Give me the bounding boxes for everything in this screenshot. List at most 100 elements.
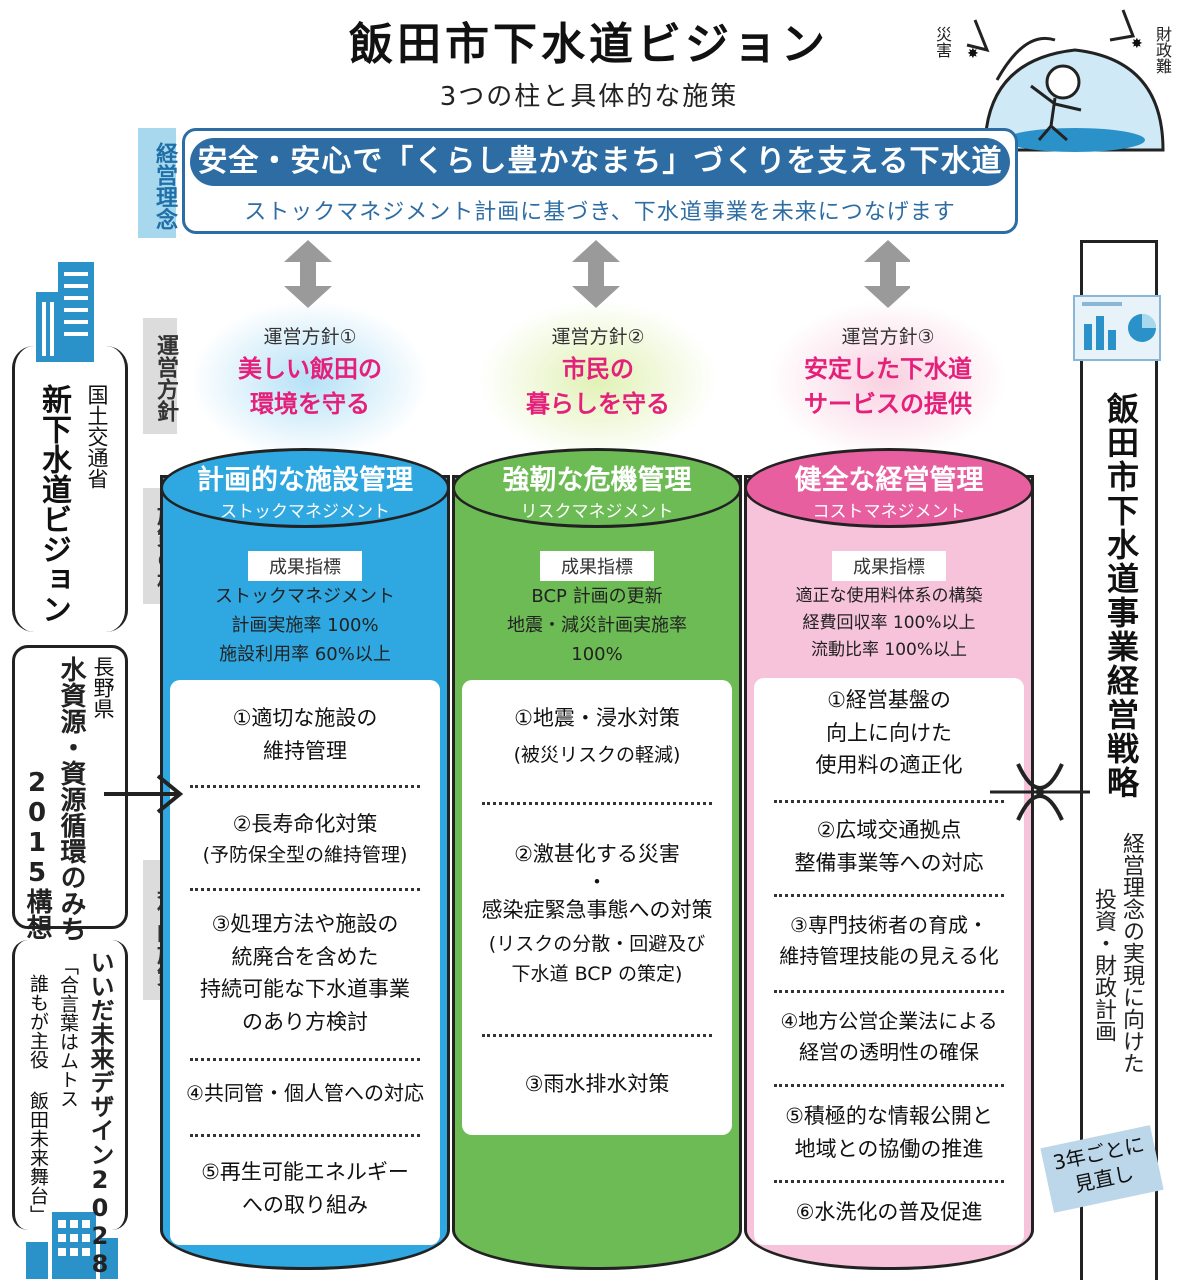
policy-label-2: 運営方針② [551,326,645,348]
policy-name-line: 暮らしを守る [526,389,670,418]
kpi-item: 計画実施率 100% [231,614,379,636]
measure-2-3: ③雨水排水対策 [457,1068,737,1101]
double-arrow-icon [864,240,910,308]
measure-line: のあり方検討 [242,1009,368,1034]
divider [774,990,1004,993]
double-arrow-icon [284,240,332,308]
kpi-item: 100% [571,643,623,665]
measure-line: ⑤再生可能エネルギー [201,1160,409,1184]
measure-line: ②長寿命化対策 [232,812,378,836]
policy-name-line: 環境を守る [250,389,370,418]
management-strategy-label: 飯田市下水道事業経営戦略 [1102,392,1140,800]
glow-green [478,300,718,460]
measure-line: ③処理方法や施設の [211,912,399,936]
divider [774,894,1004,897]
nagano-label: 長野県 [91,656,115,719]
corner-illustration: ✸ ✸ [905,0,1178,160]
measure-line: 使用料の適正化 [815,753,963,778]
policy-name-1: 美しい飯田の 環境を守る [190,352,430,422]
nagano-plan-box [12,645,128,929]
kpi-list-3: 適正な使用料体系の構築 経費回収率 100%以上 流動比率 100%以上 [744,583,1034,665]
divider [190,888,420,891]
policy-name-line: サービスの提供 [804,389,972,418]
measure-3-4: ④地方公営企業法による 経営の透明性の確保 [749,1006,1029,1068]
measure-3-2: ②広域交通拠点 整備事業等への対応 [749,814,1029,879]
glow-blue [190,300,430,460]
kpi-item: ストックマネジメント [215,586,395,607]
umbrella-figure-icon: ✸ ✸ [966,9,1165,152]
measure-line: ⑤積極的な情報公開と [785,1104,993,1128]
tag-management-philosophy: 経営理念 [138,128,177,238]
measure-line: ①経営基盤の [827,688,951,712]
kpi-list-1: ストックマネジメント 計画実施率 100% 施設利用率 60%以上 [160,583,450,669]
tag-operating-policy: 運営方針 [143,318,178,434]
strategy-sub-2: 投資・財政計画 [1091,888,1116,1042]
svg-text:✸: ✸ [967,46,979,62]
pillar-cap [160,448,450,528]
measure-line: (被災リスクの軽減) [513,743,681,766]
water-resource-label: 水資源・資源循環のみち [56,656,86,942]
measure-line: への取り組み [242,1192,368,1217]
measure-2-2: ②激甚化する災害 ・ 感染症緊急事態への対策 (リスクの分散・回避及び 下水道 … [457,838,737,989]
divider [774,800,1004,803]
measure-line: 持続可能な下水道事業 [200,977,410,1002]
kpi-item: 地震・減災計画実施率 [507,614,687,636]
iida-future-design-box [12,940,128,1230]
report-chart-icon [1073,295,1161,361]
measure-line: 感染症緊急事態への対策 [481,897,713,922]
measure-line: 維持管理 [263,738,347,763]
measure-1-1: ①適切な施設の 維持管理 [170,702,440,767]
mlit-vision-box [12,346,128,632]
divider [774,1180,1004,1183]
mlit-label: 国土交通省 [85,384,109,489]
measure-3-5: ⑤積極的な情報公開と 地域との協働の推進 [749,1100,1029,1165]
measure-line: ③雨水排水対策 [524,1072,670,1096]
pillar-subtitle-1: ストックマネジメント [220,502,390,522]
measure-line: ②広域交通拠点 [816,818,962,842]
pillar-subtitle-3: コストマネジメント [812,502,966,522]
measure-line: 下水道 BCP の策定) [511,962,683,985]
kpi-item: 経費回収率 100%以上 [802,613,976,634]
policy-name-2: 市民の 暮らしを守る [478,352,718,422]
measure-line: ②激甚化する災害 [514,842,680,866]
measure-line: ①適切な施設の [232,706,378,730]
kpi-item: 施設利用率 60%以上 [219,643,391,665]
measure-3-6: ⑥水洗化の普及促進 [749,1196,1029,1229]
pillar-cap [452,448,742,528]
divider [482,802,712,805]
pillar-title-3: 健全な経営管理 [794,465,984,496]
divider [190,785,420,788]
measure-line: (リスクの分散・回避及び [488,933,706,956]
policy-name-line: 安定した下水道 [804,355,972,383]
page-subtitle: 3つの柱と具体的な施策 [439,82,739,112]
kpi-item: 流動比率 100%以上 [810,640,967,661]
measure-line: ・ [586,869,608,894]
kpi-header-1: 成果指標 [248,551,362,581]
plan-2015-label: 2015構想 [22,768,52,940]
measure-line: ③専門技術者の育成・ [790,913,988,937]
measure-2-1: ①地震・浸水対策 (被災リスクの軽減) [462,702,732,770]
philosophy-main: 安全・安心で「くらし豊かなまち」づくりを支える下水道 [190,138,1010,186]
kpi-header-2: 成果指標 [540,551,654,581]
kpi-header-3: 成果指標 [832,551,946,581]
motto-label-1: 「合言葉はムトス [57,956,79,1108]
iida-future-design-label: いいだ未来デザイン2028 [86,950,114,1278]
strategy-sub-1: 経営理念の実現に向けた [1119,832,1144,1074]
measure-3-1: ①経営基盤の 向上に向けた 使用料の適正化 [754,684,1024,782]
policy-label-1: 運営方針① [263,326,357,348]
pillar-title-2: 強靭な危機管理 [502,465,692,496]
pillar-subtitle-2: リスクマネジメント [520,502,674,522]
double-arrow-icon [572,240,620,308]
building-icon [36,262,94,362]
measures-panel-3 [754,678,1024,1245]
philosophy-sub: ストックマネジメント計画に基づき、下水道事業を未来につなげます [244,200,956,225]
management-strategy-box [1080,240,1158,1280]
measure-line: ①地震・浸水対策 [514,706,680,730]
measure-line: ④地方公営企業法による [780,1009,998,1033]
building-icon [26,1212,118,1279]
divider [482,1034,712,1037]
policy-name-line: 市民の [562,355,634,383]
kpi-list-2: BCP 計画の更新 地震・減災計画実施率 100% [452,583,742,669]
double-arrows [284,240,910,308]
kpi-item: 適正な使用料体系の構築 [795,586,983,606]
